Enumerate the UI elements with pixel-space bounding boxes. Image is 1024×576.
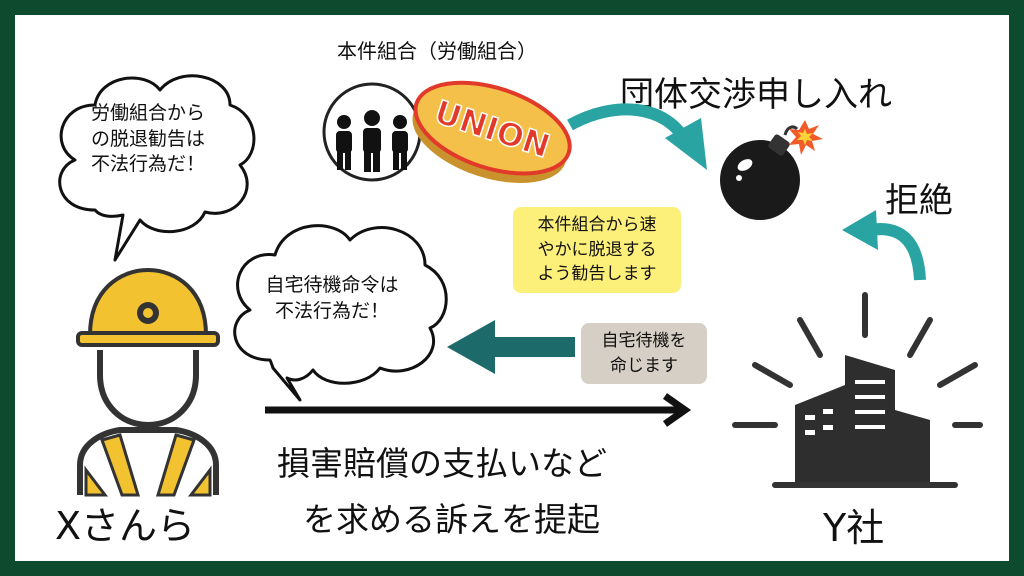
note-gray-line2: 命じます bbox=[610, 355, 678, 376]
lawsuit-text-line1: 損害賠償の支払いなど bbox=[277, 444, 607, 483]
union-logo-icon: UNION bbox=[412, 80, 572, 183]
arrow-union-to-bomb bbox=[567, 103, 707, 170]
bubble-top-line3: 不法行為だ！ bbox=[90, 153, 205, 176]
arrow-order-to-person bbox=[447, 320, 575, 374]
thought-bubble-middle bbox=[233, 224, 448, 402]
lawsuit-text-line2: を求める訴えを提起 bbox=[303, 500, 600, 539]
arrow-company-to-bomb bbox=[842, 210, 926, 281]
union-caption: 本件組合（労働組合） bbox=[337, 39, 537, 63]
note-yellow-line3: よう勧告します bbox=[537, 264, 657, 285]
refusal-label: 拒絶 bbox=[885, 181, 953, 221]
note-gray-line1: 自宅待機を bbox=[601, 331, 687, 351]
note-home-standby-order: 自宅待機を 命じます bbox=[581, 323, 707, 385]
person-label: Xさんら bbox=[55, 504, 196, 548]
bubble-top-text: 労働組合から の脱退勧告は 不法行為だ！ bbox=[63, 101, 233, 178]
thought-bubble-top bbox=[58, 74, 256, 262]
bubble-middle-line1: 自宅待機命令は bbox=[265, 274, 399, 296]
bubble-middle-line2: 不法行為だ！ bbox=[274, 299, 389, 322]
group-people-icon bbox=[322, 82, 422, 182]
company-label: Y社 bbox=[823, 506, 885, 550]
bomb-icon bbox=[720, 120, 823, 220]
bubble-top-line1: 労働組合から bbox=[90, 102, 205, 124]
worker-icon bbox=[76, 267, 220, 497]
arrow-lawsuit bbox=[265, 393, 692, 427]
bubble-top-line2: の脱退勧告は bbox=[90, 127, 205, 150]
note-yellow-line1: 本件組合から速 bbox=[537, 215, 657, 235]
note-withdrawal-advice: 本件組合から速 やかに脱退する よう勧告します bbox=[513, 207, 681, 293]
bubble-middle-text: 自宅待機命令は 不法行為だ！ bbox=[237, 273, 427, 324]
diagram-canvas: 労働組合から の脱退勧告は 不法行為だ！ 自宅待機命令は 不法行為だ！ Xさんら… bbox=[15, 15, 1009, 561]
negotiation-label: 団体交渉申し入れ bbox=[620, 75, 892, 115]
company-building-icon bbox=[732, 292, 983, 488]
note-yellow-line2: やかに脱退する bbox=[537, 239, 657, 260]
